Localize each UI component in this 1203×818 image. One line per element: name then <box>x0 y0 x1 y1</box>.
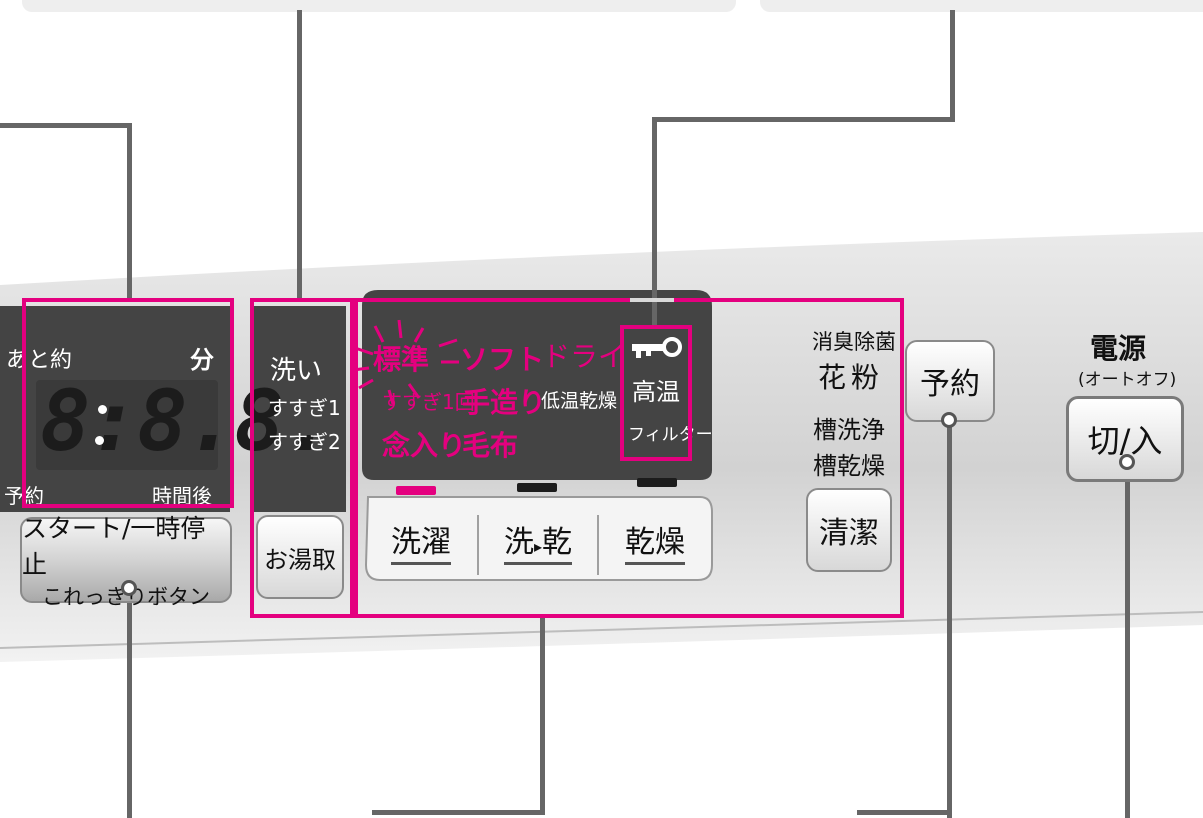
course-rinse-once: すすぎ1回 <box>382 390 475 414</box>
frame-gap <box>630 298 674 302</box>
mode-button-tray <box>364 496 713 581</box>
reserve-button[interactable]: 予約 <box>905 340 995 422</box>
leader-line <box>950 10 955 120</box>
course-hand-made: 手造り <box>462 386 547 419</box>
wash-label: 洗い <box>270 356 323 386</box>
leader-line <box>127 123 132 301</box>
hot-water-button[interactable]: お湯取 <box>256 515 344 599</box>
hot-water-label: お湯取 <box>264 545 336 574</box>
indicator-dry <box>637 478 677 487</box>
wash-dry-mode-button[interactable]: 洗▸乾 <box>482 506 594 576</box>
wash-dry-mode-label: 洗▸乾 <box>503 517 573 565</box>
highlight-lock-area <box>620 325 692 461</box>
indicator-wash-dry <box>517 483 557 492</box>
tub-clean-label: 槽洗浄 <box>813 416 885 444</box>
leader-line <box>857 810 952 815</box>
callout-dot <box>1119 454 1135 470</box>
pollen-label: 花粉 <box>818 361 885 394</box>
leader-line <box>652 117 955 122</box>
course-soft: ソフト <box>460 343 545 376</box>
power-title: 電源 <box>1090 332 1147 365</box>
highlight-course-area <box>354 298 904 618</box>
wash-display-panel <box>254 306 346 512</box>
rinse2-label: すすぎ2 <box>268 430 341 454</box>
colon-dot-upper <box>98 405 107 414</box>
callout-box-right <box>760 0 1203 12</box>
leader-line <box>947 420 952 818</box>
wash-mode-button[interactable]: 洗濯 <box>370 506 472 576</box>
clean-button[interactable]: 清潔 <box>806 488 892 572</box>
deodorize-label: 消臭除菌 <box>812 330 896 354</box>
course-standard: 標準 <box>373 343 430 376</box>
key-icon <box>632 337 682 358</box>
wash-part: 洗 <box>503 525 534 560</box>
seven-segment-digits: 8:8.8. <box>40 372 333 470</box>
rinse1-label: すすぎ1 <box>268 396 341 420</box>
colon-dot-lower <box>95 436 104 445</box>
course-dry: ドライ <box>542 340 627 373</box>
blink-rays-icon <box>352 319 459 405</box>
leader-line <box>127 590 132 818</box>
callout-box-left <box>22 0 736 12</box>
course-display-panel <box>362 290 712 480</box>
course-blanket: 毛布 <box>462 429 519 462</box>
start-pause-label: スタート/一時停止 <box>22 514 206 579</box>
indicator-wash <box>396 486 436 495</box>
highlight-time-display <box>22 298 234 508</box>
course-low-temp-dry: 低温乾燥 <box>541 390 618 412</box>
dry-mode-label: 乾燥 <box>625 517 685 565</box>
leader-line <box>652 117 657 327</box>
leader-line <box>1125 462 1130 818</box>
leader-line <box>372 810 545 815</box>
dry-mode-button[interactable]: 乾燥 <box>602 506 708 576</box>
callout-dot <box>941 412 957 428</box>
remaining-label: あと約 <box>6 348 73 373</box>
leader-line <box>0 123 132 128</box>
power-button-label: 切/入 <box>1087 422 1163 460</box>
clean-label: 清潔 <box>819 516 879 551</box>
course-careful: 念入り <box>382 429 467 462</box>
reserve-button-label: 予約 <box>920 367 980 402</box>
digit-display-bg <box>36 380 218 470</box>
high-temp-label: 高温 <box>632 378 680 406</box>
power-subtitle: (オートオフ) <box>1078 370 1177 390</box>
arrow-icon: ▸ <box>533 537 543 556</box>
wash-mode-label: 洗濯 <box>391 517 451 565</box>
leader-line <box>297 10 302 300</box>
leader-line <box>540 615 545 813</box>
tub-dry-label: 槽乾燥 <box>813 452 885 480</box>
minutes-label: 分 <box>190 346 214 374</box>
highlight-wash-column <box>250 298 354 618</box>
dry-part: 乾 <box>542 525 573 560</box>
callout-dot <box>121 580 137 596</box>
